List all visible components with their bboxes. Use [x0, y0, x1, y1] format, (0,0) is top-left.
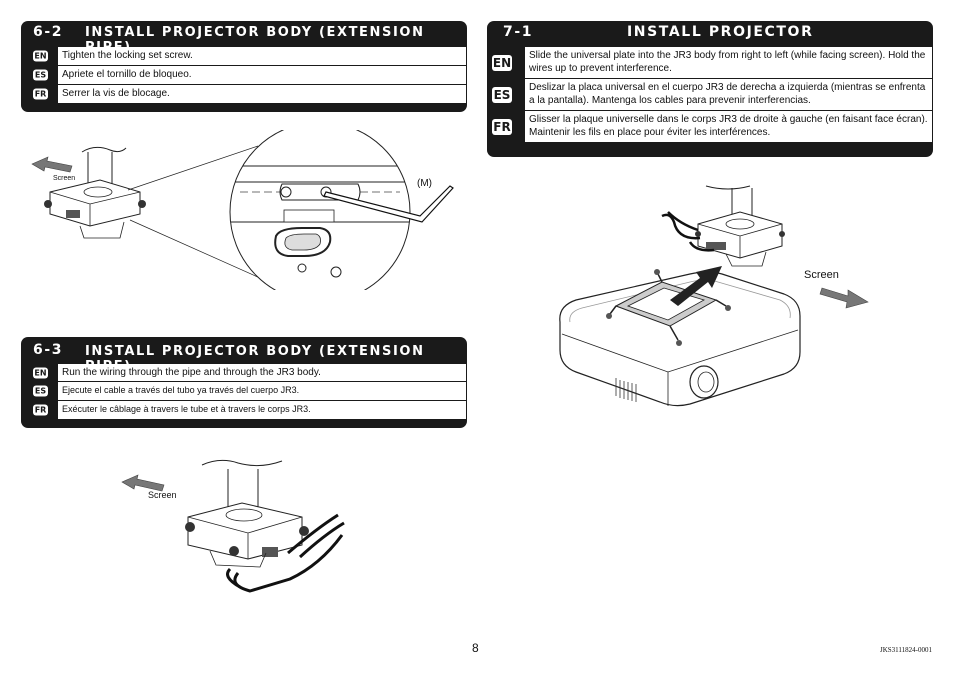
screen-label: Screen	[148, 490, 177, 500]
step-number: 6-2	[33, 24, 64, 40]
instruction-text: Glisser la plaque universelle dans le co…	[529, 114, 928, 138]
step-title: INSTALL PROJECTOR	[627, 24, 814, 40]
instruction-text: Serrer la vis de blocage.	[62, 88, 170, 99]
section-6-3-panel: 6-3 INSTALL PROJECTOR BODY (EXTENSION PI…	[21, 337, 467, 428]
instruction-rows: EN Run the wiring through the pipe and t…	[33, 364, 466, 419]
instruction-row-es: ES Deslizar la placa universal en el cue…	[492, 79, 932, 111]
lang-badge-fr: FR	[33, 88, 48, 100]
projector-vent	[615, 378, 637, 402]
instruction-rows: EN Slide the universal plate into the JR…	[492, 47, 932, 142]
page-number: 8	[472, 641, 479, 655]
lang-badge-en: EN	[33, 367, 48, 378]
wire-cable	[287, 513, 339, 555]
instruction-row-fr: FR Serrer la vis de blocage.	[33, 85, 466, 103]
figure-7-1-illustration	[559, 185, 869, 407]
section-6-3-header: 6-3 INSTALL PROJECTOR BODY (EXTENSION PI…	[21, 337, 467, 374]
wire-cable	[661, 213, 701, 240]
wire-cable	[688, 241, 715, 252]
section-7-1-panel: 7-1 INSTALL PROJECTOR EN Slide the unive…	[487, 21, 933, 157]
wire-cable	[233, 534, 344, 593]
instruction-text: Deslizar la placa universal en el cuerpo…	[529, 82, 926, 106]
figure-6-3: Screen	[110, 455, 370, 605]
section-6-2-header: 6-2 INSTALL PROJECTOR BODY (EXTENSION PI…	[21, 21, 467, 55]
section-6-2-panel: 6-2 INSTALL PROJECTOR BODY (EXTENSION PI…	[21, 21, 467, 112]
figure-6-2-illustration	[31, 130, 454, 290]
lang-badge-es: ES	[492, 86, 512, 103]
instruction-text: Tighten the locking set screw.	[62, 50, 193, 61]
hex-key-icon	[323, 185, 454, 223]
wire-cable	[226, 567, 241, 589]
instruction-text: Apriete el tornillo de bloqueo.	[62, 69, 192, 80]
document-code: JKS3111824-0001	[880, 646, 932, 654]
lang-badge-fr: FR	[492, 118, 512, 135]
lang-badge-es: ES	[33, 385, 48, 397]
instruction-row-en: EN Run the wiring through the pipe and t…	[33, 364, 466, 382]
instruction-row-es: ES Apriete el tornillo de bloqueo.	[33, 66, 466, 85]
figure-6-3-illustration	[121, 459, 345, 593]
lang-badge-en: EN	[33, 50, 48, 62]
instruction-text: Ejecute el cable a través del tubo ya tr…	[62, 385, 300, 395]
screen-direction-arrow	[819, 287, 869, 309]
instruction-text: Exécuter le câblage à travers le tube et…	[62, 404, 311, 414]
figure-7-1: Screen	[550, 182, 880, 412]
jr3-body	[187, 502, 303, 560]
instruction-row-fr: FR Exécuter le câblage à travers le tube…	[33, 401, 466, 419]
step-number: 6-3	[33, 342, 64, 358]
wire-cable	[667, 211, 699, 232]
instruction-row-es: ES Ejecute el cable a través del tubo ya…	[33, 382, 466, 401]
screen-direction-arrow	[121, 474, 165, 492]
figure-6-2: Screen (M)	[20, 130, 460, 290]
section-7-1-header: 7-1 INSTALL PROJECTOR	[487, 21, 933, 47]
step-number: 7-1	[503, 24, 534, 40]
wire-cable	[298, 521, 345, 559]
instruction-row-fr: FR Glisser la plaque universelle dans le…	[492, 111, 932, 142]
screen-label: Screen	[804, 269, 839, 281]
lang-badge-en: EN	[492, 54, 512, 71]
instruction-text: Slide the universal plate into the JR3 b…	[529, 50, 926, 74]
instruction-rows: EN Tighten the locking set screw. ES Apr…	[33, 47, 466, 103]
insert-direction-arrow	[670, 266, 722, 306]
screen-label: Screen	[53, 175, 76, 182]
instruction-row-en: EN Slide the universal plate into the JR…	[492, 47, 932, 79]
screen-direction-arrow	[31, 156, 73, 173]
lang-badge-fr: FR	[33, 404, 48, 416]
instruction-text: Run the wiring through the pipe and thro…	[62, 367, 321, 378]
lang-badge-es: ES	[33, 69, 48, 81]
callout-label-m: (M)	[417, 178, 432, 189]
instruction-row-en: EN Tighten the locking set screw.	[33, 47, 466, 66]
